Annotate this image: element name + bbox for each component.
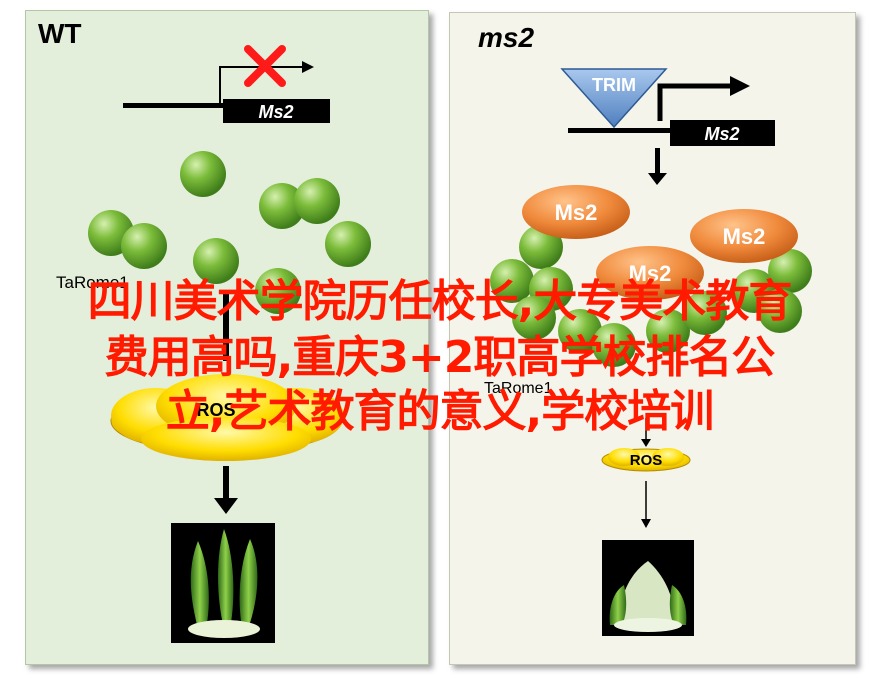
sphere — [259, 183, 305, 229]
ms2-arrow-head — [648, 173, 667, 185]
ms2-ros-cloud — [601, 448, 691, 472]
ms2-protein-2: Ms2 — [690, 209, 798, 263]
ms2-panel: ms2 TRIM Ms2 Ms2 — [449, 12, 856, 665]
ms2-protein-label: Ms2 — [555, 200, 598, 225]
ms2-protein-spheres — [490, 225, 812, 367]
wt-diagram: WT Ms2 TaRome1 — [38, 18, 371, 643]
ms2-ros-label: ROS — [630, 452, 663, 469]
ms2-gene-label: Ms2 — [704, 124, 739, 144]
ms2-title: ms2 — [478, 22, 534, 53]
gene-box — [223, 99, 330, 123]
gene-label: Ms2 — [258, 102, 293, 122]
promoter-arrow — [657, 83, 732, 121]
sphere — [683, 291, 727, 335]
ms2-protein-label: Ms2 — [629, 261, 672, 286]
ms2-diagram: ms2 TRIM Ms2 Ms2 — [478, 22, 812, 636]
wt-protein-spheres — [88, 151, 371, 314]
sphere — [255, 268, 301, 314]
dna-line — [568, 128, 758, 133]
sphere — [758, 289, 802, 333]
promoter-arrow-head — [730, 76, 750, 96]
sphere — [180, 151, 226, 197]
gene-box — [670, 120, 775, 146]
sphere — [768, 249, 812, 293]
ms2-arrow3-head — [641, 519, 651, 528]
wt-tf-label: TaRome1 — [56, 273, 129, 292]
ms2-arrow-shaft — [655, 148, 660, 176]
wt-arrow2-shaft — [223, 466, 229, 498]
sphere — [646, 309, 690, 353]
wt-title: WT — [38, 18, 82, 49]
ms2-tf-label: TaRome1 — [484, 380, 553, 397]
sphere — [490, 259, 534, 303]
wt-ros-label: ROS — [196, 400, 235, 420]
ms2-protein-1: Ms2 — [522, 185, 630, 239]
sphere — [325, 221, 371, 267]
sphere — [193, 238, 239, 284]
sphere — [121, 223, 167, 269]
wt-arrow2-head — [214, 498, 238, 514]
wt-arrow-shaft — [223, 291, 229, 361]
sphere — [592, 323, 636, 367]
sphere — [294, 178, 340, 224]
promoter-arrow — [219, 66, 302, 103]
wt-ros-cloud — [110, 374, 344, 461]
cross-icon — [244, 45, 286, 87]
sphere — [558, 309, 602, 353]
wt-panel: WT Ms2 TaRome1 — [25, 10, 429, 665]
ms2-arrow2-head — [641, 439, 651, 447]
ms2-protein-label: Ms2 — [723, 224, 766, 249]
promoter-arrow-head — [302, 61, 314, 73]
trim-insertion-icon — [560, 68, 668, 129]
ms2-floret-image — [602, 540, 694, 636]
ms2-protein-3: Ms2 — [596, 246, 704, 300]
sphere — [512, 296, 556, 340]
wt-floret-image — [171, 523, 275, 643]
trim-label: TRIM — [592, 75, 636, 95]
